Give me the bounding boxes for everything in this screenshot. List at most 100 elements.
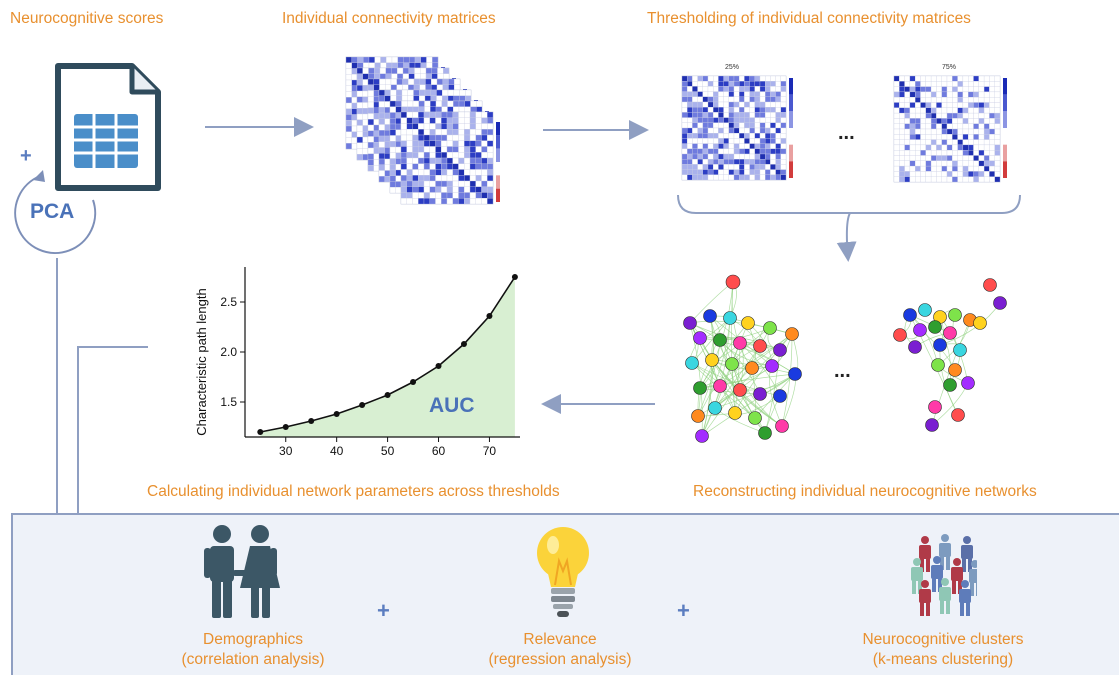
connectivity-matrices-label: Individual connectivity matrices: [282, 10, 496, 27]
calculating-label: Calculating individual network parameter…: [147, 483, 560, 500]
plus-sign: +: [20, 145, 32, 167]
pca-label: PCA: [30, 200, 75, 223]
network-node: [951, 408, 965, 422]
reconstructing-label: Reconstructing individual neurocognitive…: [693, 483, 1037, 500]
threshold-ellipsis: ...: [838, 122, 855, 144]
clusters-caption: Neurocognitive clusters (k-means cluster…: [838, 630, 1048, 670]
data-point: [333, 411, 340, 417]
network-node: [918, 303, 932, 317]
plus-sign-2: +: [677, 598, 690, 623]
data-point: [511, 274, 518, 280]
person-figure: [939, 578, 951, 614]
network-node: [685, 356, 699, 370]
network-node: [928, 400, 942, 414]
network-node: [948, 308, 962, 322]
matrix-75-colorbar: [1003, 78, 1007, 178]
data-point: [460, 341, 467, 347]
y-tick-label: 2.0: [220, 345, 237, 359]
arrow-to-networks: [836, 212, 857, 262]
demographics-subtitle: (correlation analysis): [181, 651, 325, 668]
network-node: [723, 311, 737, 325]
couple-icon: [204, 525, 280, 618]
data-point: [359, 402, 366, 408]
clusters-subtitle: (k-means clustering): [872, 651, 1014, 668]
auc-annotation: AUC: [429, 394, 475, 417]
chart-ylabel: Characteristic path length: [194, 288, 209, 435]
network-node: [693, 381, 707, 395]
network-node: [725, 274, 741, 290]
network-node: [933, 338, 947, 352]
matrix-25: [681, 75, 787, 181]
neurocognitive-scores-label: Neurocognitive scores: [10, 10, 164, 27]
matrix-25-colorbar: [789, 78, 793, 178]
network-node: [961, 376, 975, 390]
x-tick-label: 60: [432, 444, 446, 458]
relevance-subtitle: (regression analysis): [488, 651, 632, 668]
matrix-colorbar: [496, 122, 500, 202]
network-graph-sparse: [893, 278, 1007, 432]
threshold-75-label: 75%: [942, 64, 957, 71]
network-node: [765, 359, 779, 373]
network-ellipsis: ...: [834, 360, 851, 382]
person-figure: [931, 556, 943, 592]
network-node: [713, 333, 727, 347]
network-node: [713, 379, 727, 393]
data-point: [308, 418, 315, 424]
network-node: [763, 321, 777, 335]
network-node: [748, 411, 762, 425]
network-node: [908, 340, 922, 354]
person-figure: [939, 534, 951, 570]
network-node: [741, 316, 755, 330]
auc-area: [260, 277, 515, 437]
x-tick-label: 50: [381, 444, 395, 458]
threshold-75-matrix: [893, 75, 1007, 183]
relevance-caption: Relevance (regression analysis): [460, 630, 660, 670]
network-node: [788, 367, 802, 381]
x-tick-label: 30: [279, 444, 293, 458]
network-node: [745, 361, 759, 375]
data-point: [257, 429, 264, 435]
network-node: [948, 363, 962, 377]
network-node: [931, 358, 945, 372]
relevance-title: Relevance: [523, 631, 597, 648]
threshold-25-matrix: [681, 75, 793, 181]
network-node: [708, 401, 722, 415]
spreadsheet-icon: [55, 63, 161, 191]
network-node: [785, 327, 799, 341]
person-figure: [959, 580, 971, 616]
network-node: [993, 296, 1007, 310]
network-node: [703, 309, 717, 323]
network-node: [753, 339, 767, 353]
path-length-chart: Characteristic path length AUC 1.52.02.5…: [194, 267, 520, 458]
threshold-brace: [677, 194, 1021, 214]
network-node: [728, 406, 742, 420]
data-point: [384, 392, 391, 398]
network-node: [903, 308, 917, 322]
connectivity-matrix-stack: [345, 56, 500, 205]
network-node: [773, 343, 787, 357]
data-point: [435, 363, 442, 369]
thresholding-label: Thresholding of individual connectivity …: [647, 10, 971, 27]
network-node: [943, 378, 957, 392]
person-figure: [951, 558, 963, 594]
network-node: [775, 419, 789, 433]
network-node: [753, 387, 767, 401]
network-node: [733, 383, 747, 397]
clusters-title: Neurocognitive clusters: [862, 631, 1024, 648]
network-node: [953, 343, 967, 357]
person-figure: [969, 560, 977, 596]
matrix-75: [893, 75, 1001, 183]
person-figure: [961, 536, 973, 572]
network-node: [693, 331, 707, 345]
demographics-caption: Demographics (correlation analysis): [148, 630, 358, 670]
pca-cycle-icon: [14, 170, 97, 254]
connectivity-matrix: [400, 111, 494, 205]
network-node: [691, 409, 705, 423]
demographics-title: Demographics: [203, 631, 303, 648]
network-node: [893, 328, 907, 342]
network-node: [705, 353, 719, 367]
person-figure: [911, 558, 923, 594]
people-cluster-icon: [911, 534, 977, 616]
x-tick-label: 40: [330, 444, 344, 458]
network-node: [725, 357, 739, 371]
